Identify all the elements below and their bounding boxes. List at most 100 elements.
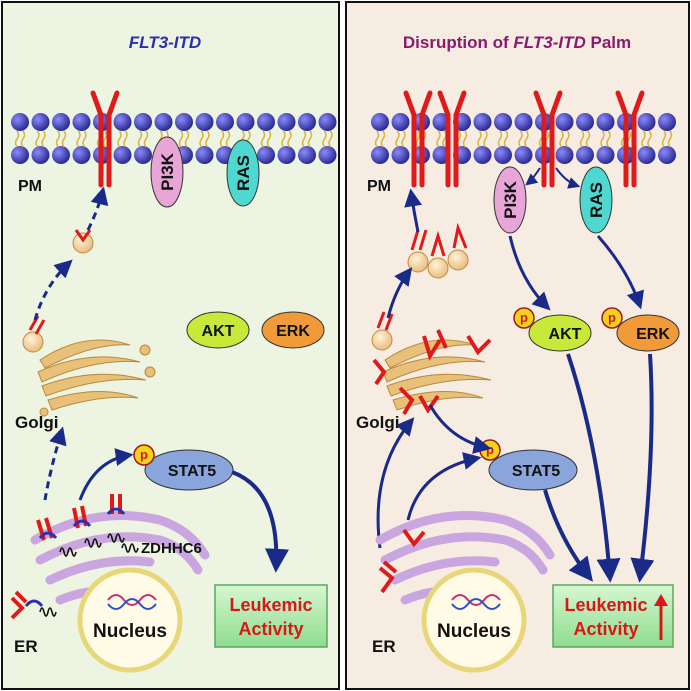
svg-text:Leukemic: Leukemic xyxy=(229,595,312,615)
increase-arrow-icon xyxy=(654,594,668,640)
lipid-head xyxy=(195,146,214,164)
lipid-head xyxy=(473,113,492,131)
lipid-head xyxy=(277,113,296,131)
flt3-on-er-right xyxy=(378,528,426,594)
lipid-head xyxy=(658,146,676,164)
er-left xyxy=(30,511,210,605)
lipid-head xyxy=(72,113,91,131)
lipid-head xyxy=(113,146,132,164)
svg-text:PI3K: PI3K xyxy=(501,180,520,219)
lipid-head xyxy=(555,113,574,131)
arrow-ras-to-erk xyxy=(596,235,644,310)
lipid-head xyxy=(72,146,91,164)
lipid-head xyxy=(175,113,193,131)
lipid-head xyxy=(596,146,615,164)
svg-text:AKT: AKT xyxy=(202,323,235,340)
lipid-bilayer-right xyxy=(371,113,676,164)
arrow-pi3k-to-akt xyxy=(508,235,551,311)
svg-text:p: p xyxy=(486,442,494,457)
phospho-badge-akt-right: p xyxy=(513,307,535,329)
plasma-membrane-right xyxy=(371,113,676,164)
akt-right: AKT xyxy=(528,314,592,352)
phospho-badge-erk-right: p xyxy=(601,307,623,329)
lipid-head xyxy=(658,113,676,131)
lipid-head xyxy=(371,146,389,164)
svg-text:Leukemic: Leukemic xyxy=(564,595,647,615)
lipid-tail xyxy=(641,130,652,148)
arrow-akt-to-leukemic-right xyxy=(566,353,621,583)
lipid-head xyxy=(391,113,410,131)
arrow-stat5-to-leukemic-right xyxy=(543,489,593,582)
transport-arrow-right-upper xyxy=(404,188,423,233)
lipid-head xyxy=(318,113,337,131)
lipid-tail xyxy=(55,130,67,148)
lipid-head xyxy=(637,113,656,131)
leukemic-activity-box-left: Leukemic Activity xyxy=(214,584,328,648)
lipid-head xyxy=(154,113,173,131)
zdhhc6-label: ZDHHC6 xyxy=(141,540,202,557)
lipid-head xyxy=(596,113,615,131)
arrow-er-to-golgi-left xyxy=(43,426,67,501)
lipid-head xyxy=(318,146,337,164)
lipid-tail xyxy=(35,130,46,148)
lipid-tail xyxy=(260,130,272,148)
left-panel: FLT3-ITD PM PI3K RAS xyxy=(1,1,340,690)
golgi-label-right: Golgi xyxy=(356,413,399,432)
lipid-tail xyxy=(219,130,231,148)
lipid-tail xyxy=(395,130,406,148)
lipid-head xyxy=(31,146,50,164)
nucleus-left: Nucleus xyxy=(77,567,183,673)
svg-text:p: p xyxy=(140,447,148,462)
lipid-tail xyxy=(600,130,611,148)
svg-text:AKT: AKT xyxy=(549,326,582,343)
transport-arrow-left-middle xyxy=(33,259,73,321)
lipid-head xyxy=(298,113,316,131)
stat5-right: STAT5 xyxy=(488,449,578,491)
flt3-receptor-membrane-left xyxy=(90,90,120,188)
lipid-head xyxy=(514,113,533,131)
pi3k-left: PI3K xyxy=(150,136,184,208)
arrow-stat5-to-leukemic-left xyxy=(231,470,289,573)
lipid-head xyxy=(494,146,512,164)
akt-left: AKT xyxy=(186,311,250,349)
lipid-head xyxy=(11,113,29,131)
lipid-tail xyxy=(579,130,591,148)
svg-text:RAS: RAS xyxy=(234,155,253,191)
lipid-tail xyxy=(374,130,386,148)
lipid-tail xyxy=(117,130,128,148)
er-right xyxy=(375,511,555,605)
right-panel: Disruption of FLT3-ITD Palm PM PI3K RAS xyxy=(345,1,690,690)
arrow-er-to-golgi-right xyxy=(376,417,415,549)
ras-right: RAS xyxy=(579,166,613,234)
lipid-tail xyxy=(281,130,292,148)
lipid-head xyxy=(494,113,512,131)
vesicles-right-top xyxy=(407,222,469,279)
transport-arrow-left-upper xyxy=(86,186,109,231)
lipid-head xyxy=(637,146,656,164)
golgi-left xyxy=(37,339,156,417)
nucleus-right: Nucleus xyxy=(421,567,527,673)
lipid-head xyxy=(216,113,234,131)
svg-text:PI3K: PI3K xyxy=(158,152,177,191)
lipid-head xyxy=(134,113,152,131)
svg-text:p: p xyxy=(520,310,528,325)
arrow-receptor-to-ras xyxy=(555,167,581,189)
lipid-tail xyxy=(559,130,570,148)
lipid-tail xyxy=(661,130,673,148)
ras-left: RAS xyxy=(226,139,260,207)
leukemic-activity-box-right: Leukemic Activity xyxy=(552,584,674,648)
svg-text:p: p xyxy=(608,310,616,325)
lipid-head xyxy=(371,113,389,131)
lipid-tail xyxy=(518,130,529,148)
svg-text:RAS: RAS xyxy=(587,182,606,218)
lipid-head xyxy=(257,113,275,131)
right-panel-title: Disruption of FLT3-ITD Palm xyxy=(403,33,631,52)
svg-text:STAT5: STAT5 xyxy=(168,463,216,480)
arrow-er-to-stat5-left xyxy=(78,448,134,501)
arrow-golgi-to-stat5-right xyxy=(428,404,492,454)
pm-label-left: PM xyxy=(18,178,42,195)
lipid-tail xyxy=(199,130,210,148)
vesicle-right-golgi xyxy=(371,311,394,351)
lipid-head xyxy=(257,146,275,164)
